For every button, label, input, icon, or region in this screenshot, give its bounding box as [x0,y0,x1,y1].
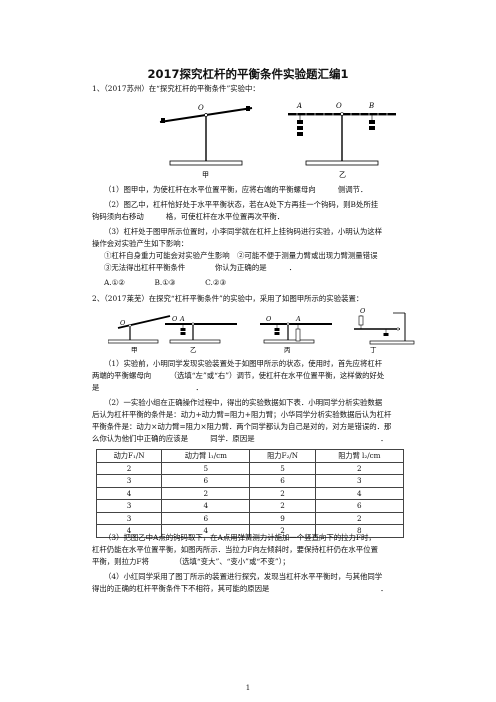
caption-yi: 乙 [339,171,346,179]
q2-figure: O 甲 O A 乙 O A 丙 O 丁 [108,307,415,354]
table-cell: 3 [95,474,163,488]
lever-fig-jia [159,106,253,166]
table-row: 4 4 2 8 [95,524,405,538]
lever-fig2-jia [108,315,171,344]
lever-fig2-ding [354,312,415,345]
table-cell: 6 [314,499,405,513]
q1-p2a: （2）图乙中，杠杆恰好处于水平平衡状态，若在A处下方再挂一个钩码，则B处所挂 [104,200,379,209]
table-header-row: 动力F₁/N 动力臂 l₁/cm 阻力F₂/N 阻力臂 l₂/cm [95,449,405,463]
table-cell: 2 [249,486,316,500]
table-row: 3 6 6 3 [95,474,405,488]
label-2f: O [360,307,366,315]
label-b: B [368,102,374,110]
label-2a: O [120,319,126,327]
table-cell: 3 [95,499,163,513]
label-2d: O [266,315,272,323]
q2-p1c: 是 ． [92,383,203,392]
table-cell: 9 [249,511,316,525]
q2-p3c: 平衡，则拉力F将 （选填“变大”、“变小”或“不变”）； [92,557,290,566]
lever-fig2-yi [165,322,237,344]
q1-option-3: ③无法得出杠杆平衡条件 你认为正确的是 ． [104,263,297,272]
q2-p1a: （1）实验前，小明同学发现实验装置处于如图甲所示的状态，使用时，首先应将杠杆 [104,359,383,368]
label-2e: A [295,315,301,323]
table-cell: 6 [161,511,251,525]
table-header: 动力臂 l₁/cm [161,449,251,463]
lever-fig-yi [288,112,396,166]
table-cell: 4 [161,524,251,538]
table-cell: 2 [314,511,405,525]
caption2-bing: 丙 [284,346,291,354]
q1-choices: A.①② B.①③ C.②③ [104,278,227,287]
q2-p2a: （2）一实验小组在正确操作过程中，得出的实验数据如下表．小明同学分析实验数据 [104,398,383,407]
data-table: 动力F₁/N 动力臂 l₁/cm 阻力F₂/N 阻力臂 l₂/cm 2 5 5 … [95,449,405,538]
caption-jia: 甲 [202,171,209,179]
q1-p3b: 操作会对实验产生如下影响： [92,239,189,248]
table-cell: 5 [161,461,251,475]
label-o2: O [336,102,342,110]
table-header: 阻力F₂/N [249,449,316,463]
table-cell: 3 [314,474,405,488]
q1-stem: 1、（2017苏州）在“探究杠杆的平衡条件”实验中： [92,84,260,93]
table-cell: 5 [249,461,316,475]
lever-fig2-bing [260,322,332,344]
q1-p2b: 钩码须向右移动 格，可使杠杆在水平位置再次平衡． [92,212,285,221]
label-2c: A [179,315,185,323]
table-row: 3 6 9 2 [95,511,405,525]
q2-p4b: 得出的正确的杠杆平衡条件下不相符，其可能的原因是 ． [92,584,388,593]
caption2-yi: 乙 [190,346,197,354]
table-header: 动力F₁/N [95,449,163,463]
label-o1: O [198,104,204,112]
q1-option-1-2: ①杠杆自身重力可能会对实验产生影响 ②可能不便于测量力臂或出现力臂测量错误 [104,251,378,260]
table-cell: 8 [314,524,405,538]
table-row: 3 4 2 6 [95,499,405,513]
q2-p3a: （3）把图乙中A点的钩码取下，在A点用弹簧测力计施加一个竖直向下的拉力F时， [104,533,376,542]
table-cell: 2 [95,461,163,475]
label-2b: O [172,315,178,323]
q1-p3a: （3）杠杆处于图甲所示位置时，小李同学就在杠杆上挂钩码进行实验，小明认为这样 [104,227,383,236]
table-cell: 4 [95,486,163,500]
q1-figure: O 甲 A O B 乙 [159,102,396,179]
table-cell: 2 [249,499,316,513]
q2-p2c: 平衡条件是：动力×动力臂=阻力×阻力臂．两个同学都认为自己是对的，对方是错误的．… [92,422,392,431]
label-a: A [296,102,302,110]
doc-title: 2017探究杠杆的平衡条件实验题汇编1 [147,67,349,81]
page-number: 1 [245,684,251,692]
q2-p1b: 两端的平衡螺母向 （选填“左”或“右”）调节，使杠杆在水平位置平衡，这样做的好处 [92,371,385,380]
table-cell: 6 [161,474,251,488]
table-cell: 3 [95,511,163,525]
table-cell: 2 [314,461,405,475]
q2-p2b: 后认为杠杆平衡的条件是：动力+动力臂=阻力+阻力臂；小华同学分析实验数据后认为杠… [92,410,392,419]
table-row: 4 2 2 4 [95,486,405,500]
table-cell: 2 [161,486,251,500]
q2-p2d: 么你认为他们中正确的应该是 同学．原因是 ． [92,434,388,443]
table-cell: 6 [249,474,316,488]
table-row: 2 5 5 2 [95,461,405,475]
q1-p1: （1）图甲中，为使杠杆在水平位置平衡，应将右端的平衡螺母向 侧调节． [104,185,368,194]
q2-stem: 2、（2017莱芜）在探究“杠杆平衡条件”的实验中，采用了如图甲所示的实验装置： [92,294,364,303]
table-cell: 4 [314,486,405,500]
q2-p4a: （4）小红同学采用了图丁所示的装置进行探究，发现当杠杆水平平衡时，与其他同学 [104,572,383,581]
caption2-jia: 甲 [131,346,138,354]
q2-p3b: 杠杆仍能在水平位置平衡，如图丙所示．当拉力F向左倾斜时，要保持杠杆仍在水平位置 [92,545,378,554]
table-header: 阻力臂 l₂/cm [314,449,405,463]
caption2-ding: 丁 [370,346,377,354]
table-cell: 4 [161,499,251,513]
